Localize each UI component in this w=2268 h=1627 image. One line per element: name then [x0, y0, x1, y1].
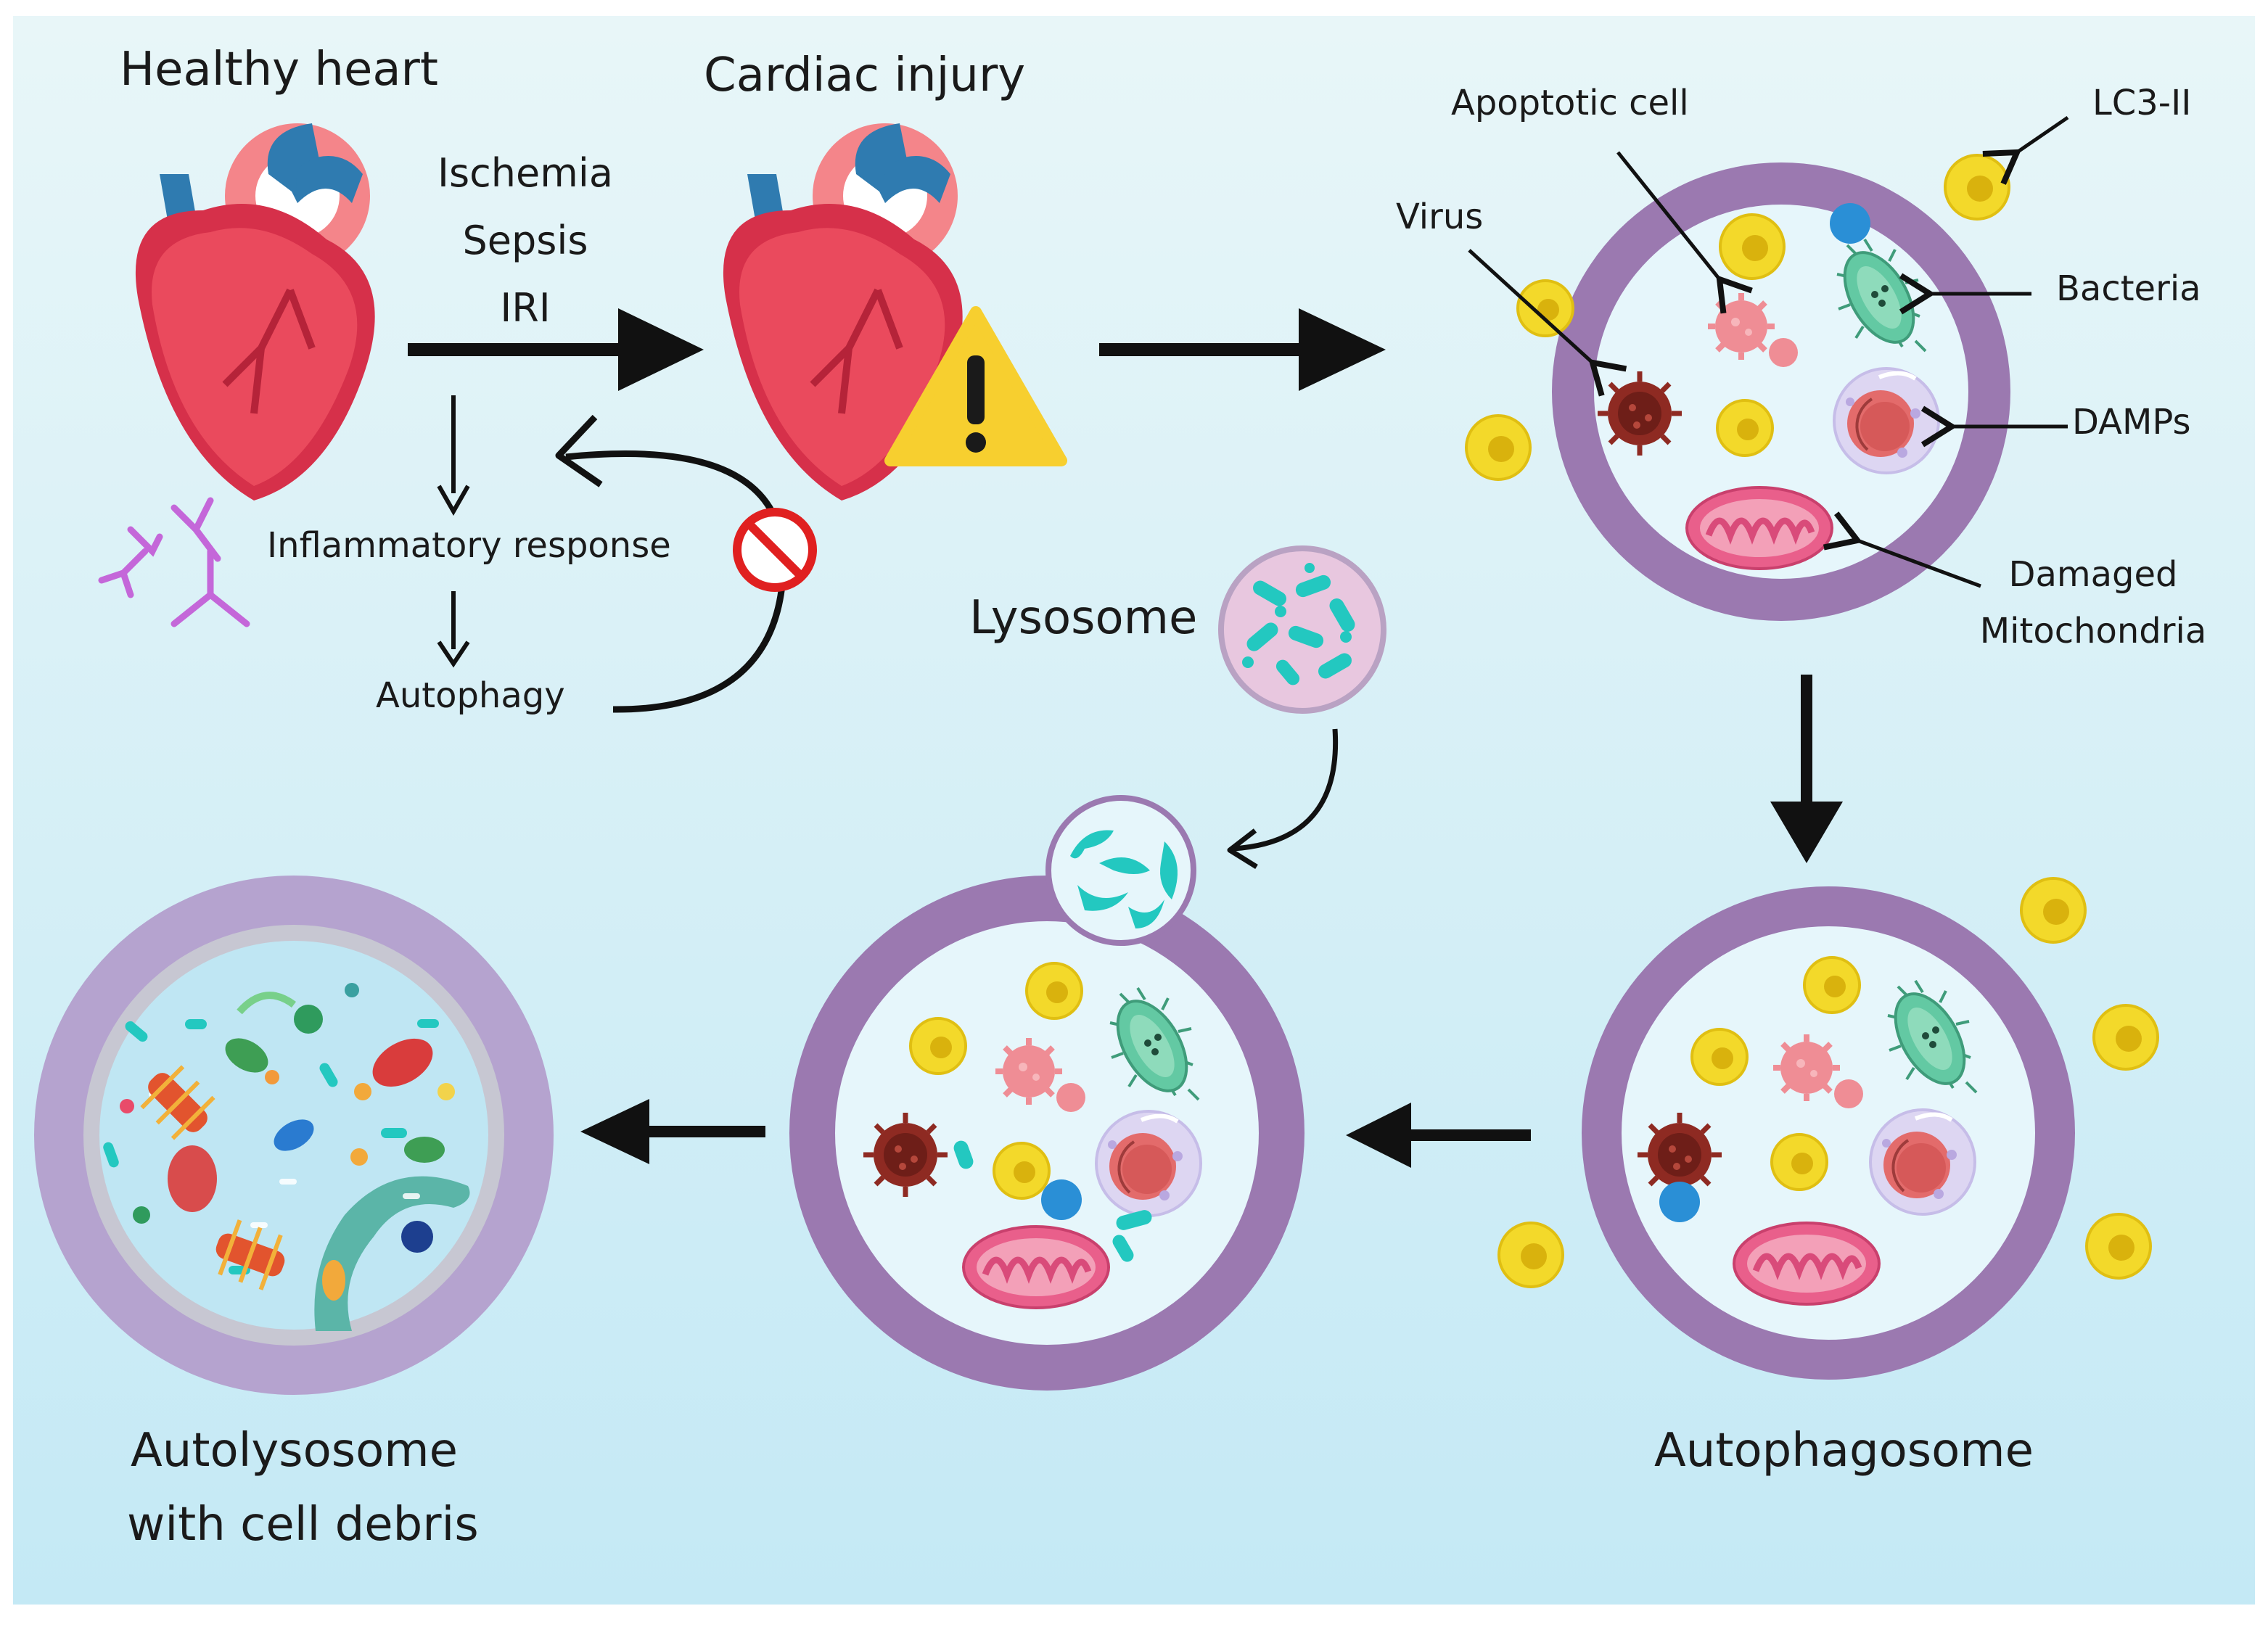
arrow-fusion-to-autolysosome [580, 1099, 765, 1164]
warning-icon [884, 306, 1067, 466]
lysosome-docking [1045, 795, 1196, 946]
autophagosome-vesicle [1582, 886, 2075, 1380]
label-apoptotic-cell: Apoptotic cell [1451, 83, 1689, 123]
debris-protein-1 [140, 1065, 215, 1140]
phagophore-vesicle [1516, 162, 2010, 621]
injured-heart-icon [723, 123, 963, 501]
arrow-down-to-autophagosome [1770, 675, 1843, 863]
lc3-ii-marker [1944, 154, 2010, 221]
label-damps: DAMPs [2072, 402, 2191, 442]
label-healthy-heart: Healthy heart [120, 43, 438, 96]
arrow-to-inflammatory-response [437, 395, 470, 516]
antibody-icon [98, 497, 250, 627]
label-ischemia: Ischemia [437, 150, 613, 196]
label-damaged: Damaged [2008, 554, 2178, 595]
label-autolysosome: Autolysosome [131, 1424, 458, 1478]
lysosome-arrow [1227, 728, 1339, 869]
arrow-heart-to-injury [408, 308, 704, 391]
label-sepsis: Sepsis [462, 218, 588, 263]
fusion-vesicle [789, 876, 1304, 1391]
inhibit-icon [733, 508, 817, 592]
label-autophagosome: Autophagosome [1654, 1424, 2034, 1478]
label-iri: IRI [500, 285, 551, 331]
arrow-injury-to-phagophore [1099, 308, 1386, 391]
label-mitochondria: Mitochondria [1979, 611, 2207, 651]
healthy-heart-icon [135, 123, 375, 501]
label-lysosome: Lysosome [969, 591, 1198, 645]
label-lc3-ii: LC3-II [2092, 83, 2192, 123]
pointer-arrows [1468, 115, 2069, 588]
label-autophagy: Autophagy [376, 675, 565, 716]
label-bacteria: Bacteria [2056, 268, 2201, 309]
autolysosome-vesicle [34, 876, 554, 1395]
label-cardiac-injury: Cardiac injury [704, 49, 1026, 102]
label-virus: Virus [1396, 197, 1484, 237]
label-inflammatory-response: Inflammatory response [267, 525, 671, 566]
lysosome-icon [1218, 545, 1386, 714]
arrow-autophagosome-to-fusion [1346, 1103, 1531, 1168]
debris-protein-2 [215, 1219, 285, 1290]
label-with-cell-debris: with cell debris [127, 1498, 479, 1552]
arrow-to-autophagy [437, 591, 470, 668]
